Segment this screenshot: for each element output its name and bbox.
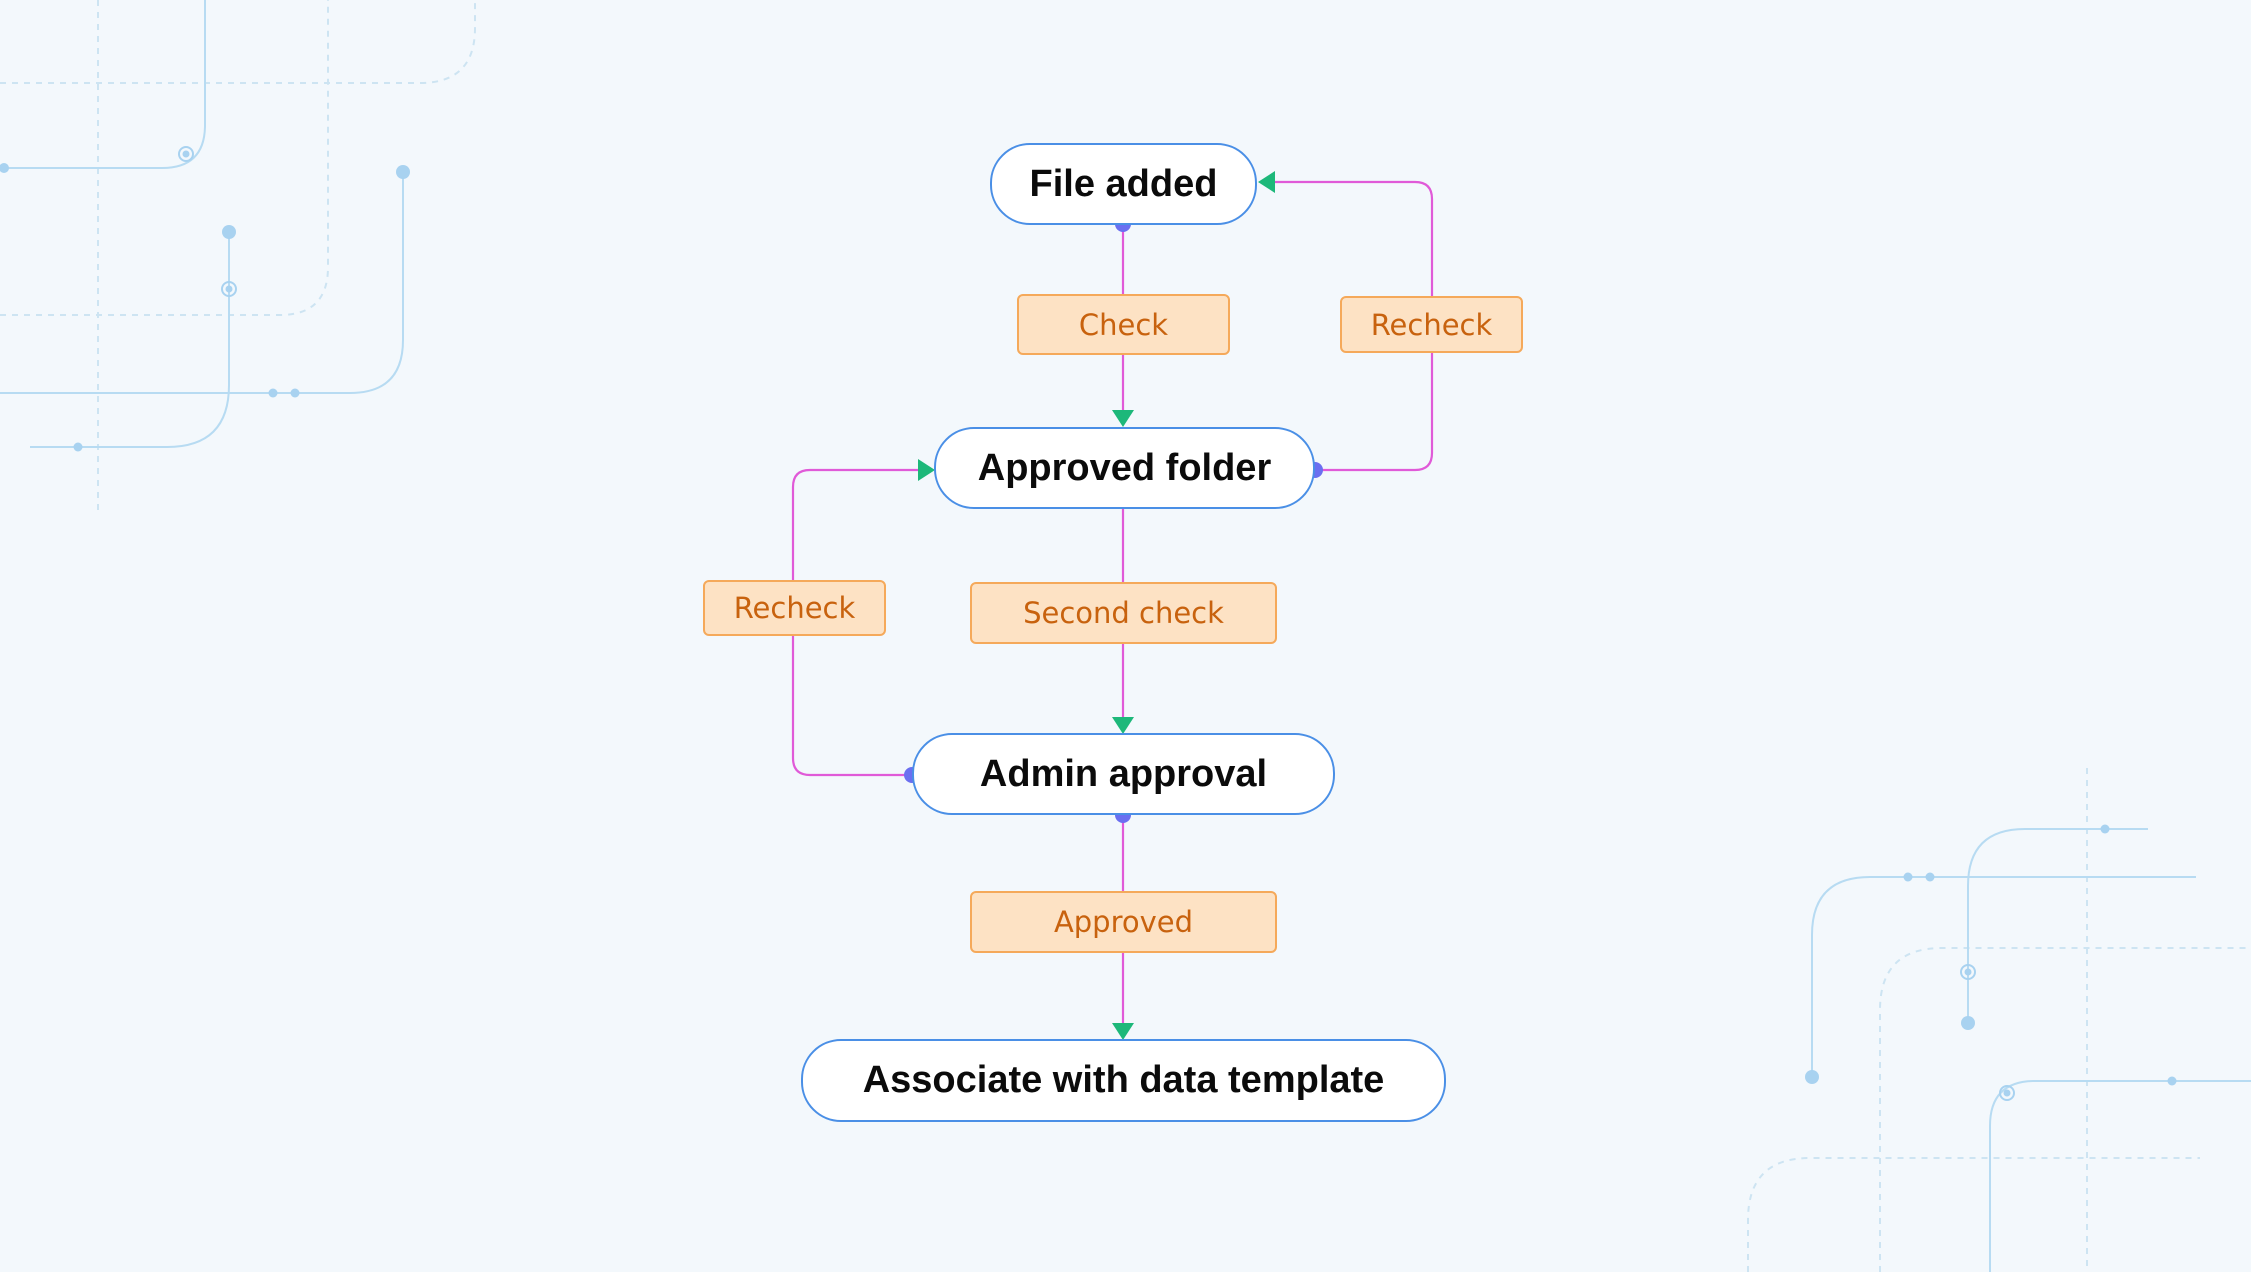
- arrowhead-left-icon: [1258, 171, 1275, 193]
- decorative-dots-bottom-right: [1805, 824, 2177, 1101]
- decorative-circuit-top-left: [0, 0, 476, 515]
- edge-label-second-check: Second check: [970, 582, 1277, 644]
- node-label: Approved folder: [977, 446, 1272, 489]
- edge-label-text: Approved: [1053, 905, 1194, 939]
- edge-label-text: Check: [1078, 307, 1169, 342]
- node-label: File added: [1029, 162, 1218, 205]
- arrowhead-down-icon: [1112, 410, 1134, 427]
- node-approved-folder: Approved folder: [934, 427, 1315, 509]
- edge-label-recheck-top: Recheck: [1340, 296, 1523, 353]
- arrowhead-right-icon: [918, 459, 935, 481]
- arrowhead-down-icon: [1112, 717, 1134, 734]
- edge-label-text: Recheck: [1370, 307, 1493, 342]
- edge-label-approved: Approved: [970, 891, 1277, 953]
- decorative-dots-top-left: [0, 146, 410, 452]
- node-associate-template: Associate with data template: [801, 1039, 1446, 1122]
- edge-label-recheck-left: Recheck: [703, 580, 886, 636]
- edge-label-text: Recheck: [733, 591, 856, 625]
- decorative-circuit-bottom-right: [1747, 768, 2251, 1272]
- arrowhead-down-icon: [1112, 1023, 1134, 1040]
- edge-label-check: Check: [1017, 294, 1230, 355]
- node-file-added: File added: [990, 143, 1257, 225]
- arrowheads: [918, 171, 1275, 1040]
- node-label: Associate with data template: [862, 1059, 1385, 1101]
- node-label: Admin approval: [979, 752, 1268, 795]
- node-admin-approval: Admin approval: [912, 733, 1335, 815]
- edge-label-text: Second check: [1023, 596, 1224, 630]
